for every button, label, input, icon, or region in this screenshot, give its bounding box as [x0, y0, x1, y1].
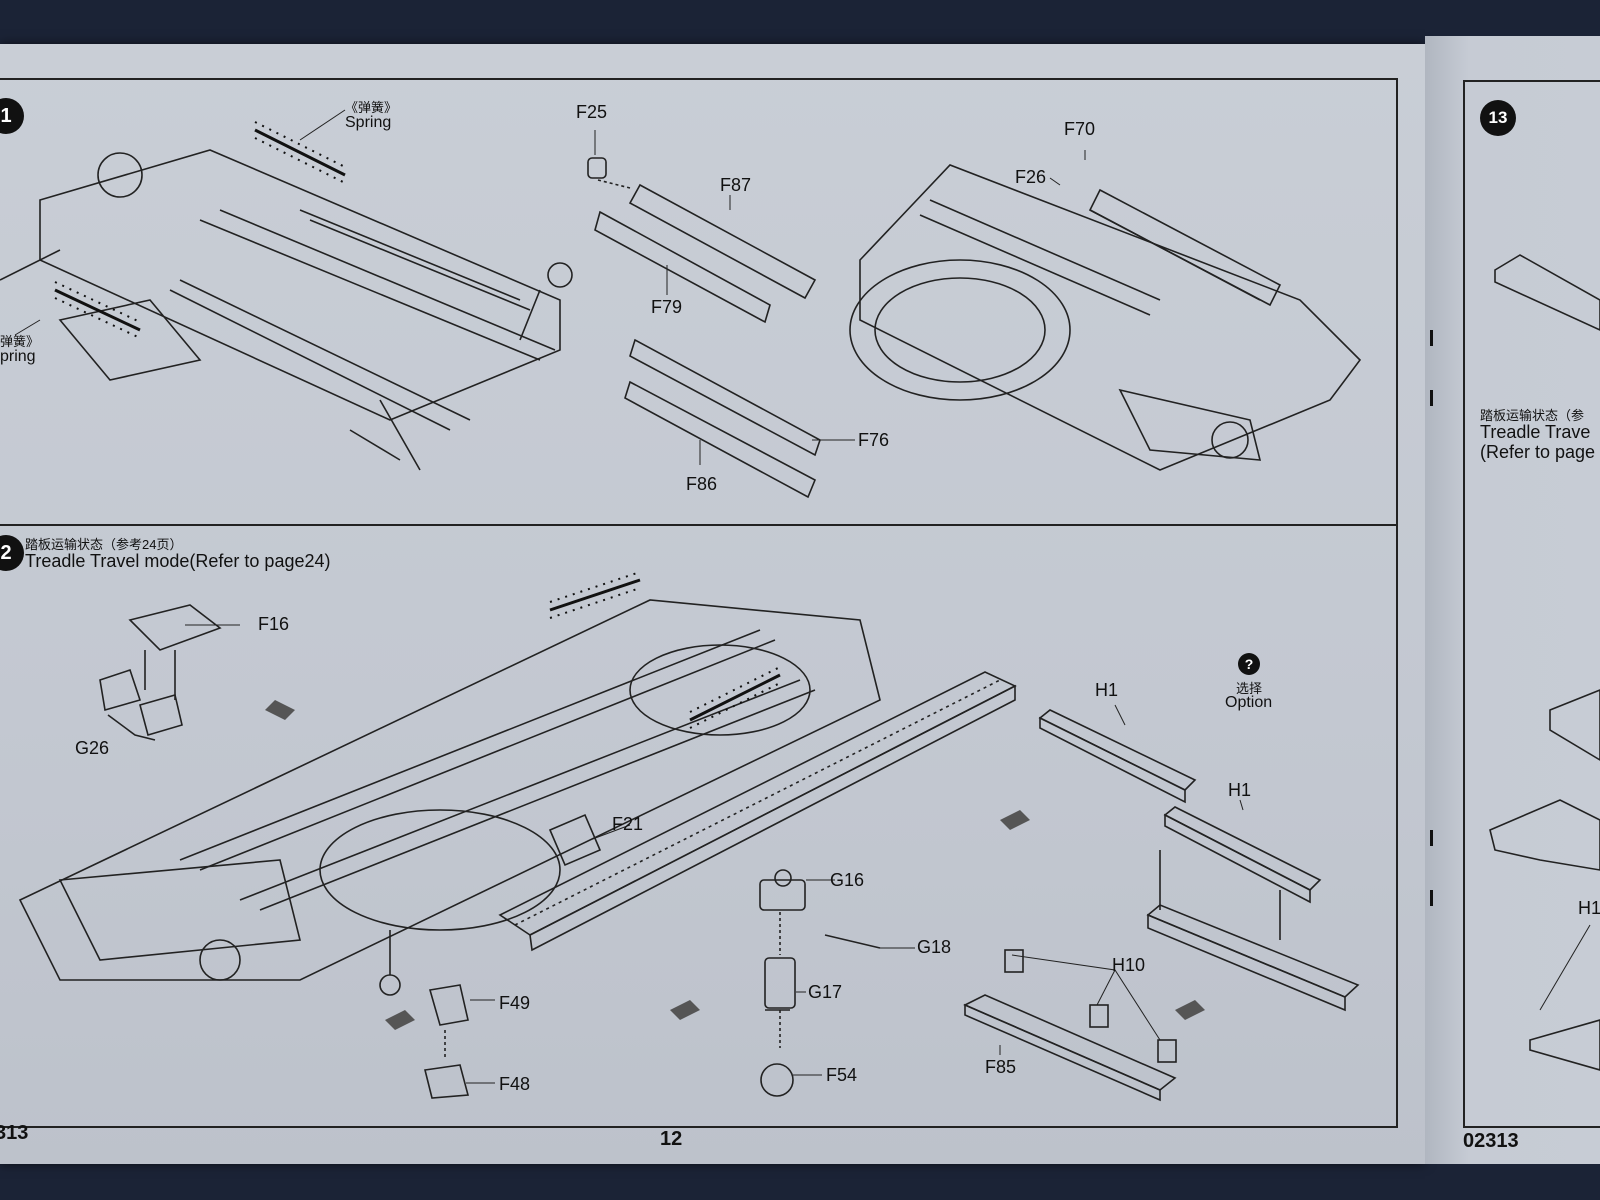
- question-icon: ?: [1238, 653, 1260, 675]
- part-label-f26: F26: [1015, 167, 1047, 187]
- step12-title-en: Treadle Travel mode(Refer to page24): [25, 551, 331, 571]
- part-label-g16: G16: [830, 870, 865, 890]
- part-label-f49: F49: [499, 993, 531, 1013]
- left-footer-code: 313: [0, 1122, 29, 1144]
- instruction-page-right: [1425, 36, 1600, 1164]
- step12-number: 2: [0, 541, 12, 564]
- part-label-g26: G26: [75, 738, 110, 758]
- spring-top-cn-label: 《弹簧》: [345, 100, 398, 115]
- treadle-drawing-step12: [498, 671, 1017, 952]
- spring-left-en-label: pring: [0, 348, 36, 365]
- option-en-label: Option: [1225, 694, 1273, 711]
- part-label-g17: G17: [808, 982, 843, 1002]
- part-label-f87: F87: [720, 175, 752, 195]
- h1-h10-f85-parts: [963, 709, 1360, 1102]
- f49-f48-parts: [424, 984, 470, 1099]
- part-label-g18: G18: [917, 937, 952, 957]
- part-label-h10: H10: [1112, 955, 1146, 975]
- part-label-f79: F79: [651, 297, 683, 317]
- part-label-f54: F54: [826, 1065, 858, 1085]
- tube-parts-drawing: [587, 157, 821, 499]
- part-label-f16: F16: [258, 614, 290, 634]
- part-label-step13-h1: H1: [1578, 898, 1600, 918]
- chassis-drawing-step11: [0, 149, 573, 471]
- option-cn-label: 选择: [1236, 681, 1263, 696]
- part-label-f48: F48: [499, 1074, 531, 1094]
- step13-number: 13: [1488, 108, 1508, 127]
- step11-number: 1: [0, 104, 12, 127]
- part-label-h1-a: H1: [1095, 680, 1119, 700]
- spring-drawing: [54, 128, 346, 332]
- part-label-f76: F76: [858, 430, 890, 450]
- part-label-f85: F85: [985, 1057, 1017, 1077]
- part-label-h1-b: H1: [1228, 780, 1252, 800]
- step-divider: [0, 524, 1398, 526]
- step13-frame: [1463, 80, 1600, 1128]
- jack-parts: [759, 869, 881, 1097]
- chassis-drawing-step11-right: [849, 164, 1362, 471]
- step13-title-en-2: (Refer to page: [1480, 442, 1596, 462]
- step13-badge: 13: [1480, 100, 1516, 136]
- part-label-f25: F25: [576, 102, 608, 122]
- step-frame: [0, 78, 1398, 1128]
- step13-drawing: [1489, 254, 1600, 1071]
- step13-title-en-1: Treadle Trave: [1480, 422, 1591, 442]
- step13-title-cn: 踏板运输状态（参: [1480, 408, 1585, 423]
- part-label-f70: F70: [1064, 119, 1096, 139]
- part-label-f21: F21: [612, 814, 644, 834]
- spring-left-cn-label: 弹簧》: [0, 334, 40, 349]
- step12-title-cn: 踏板运输状态（参考24页）: [25, 537, 183, 552]
- f16-g26-parts: [99, 604, 222, 741]
- chassis-drawing-step12: [18, 599, 881, 996]
- page-number: 12: [660, 1128, 683, 1150]
- right-footer-code: 02313: [1463, 1130, 1519, 1152]
- spring-top-en-label: Spring: [345, 114, 392, 131]
- instruction-page-left: [0, 44, 1425, 1164]
- part-label-f86: F86: [686, 474, 718, 494]
